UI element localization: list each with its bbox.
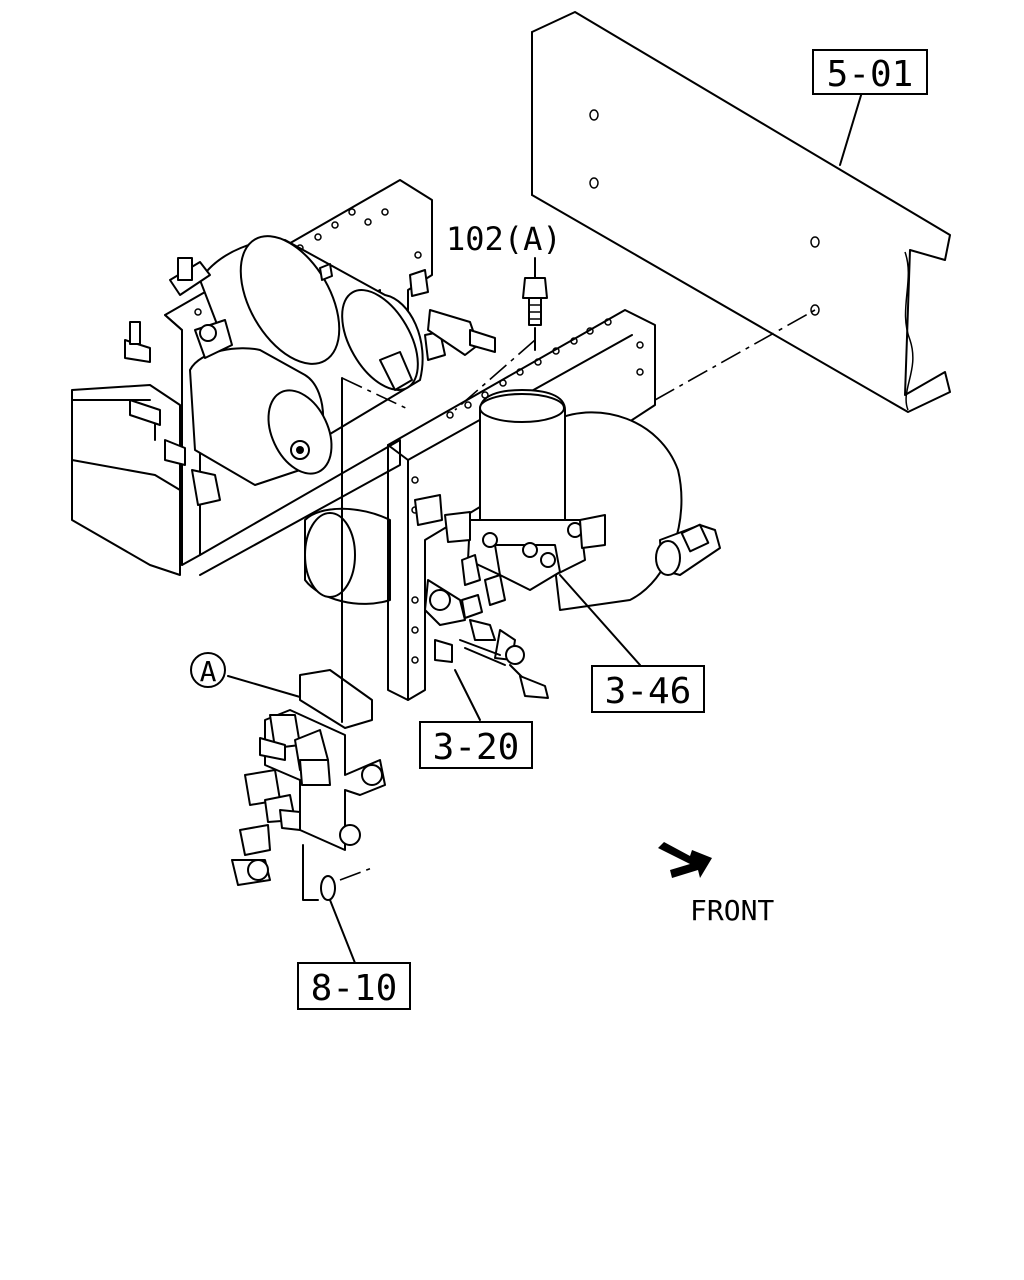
view-a-marker: A: [190, 652, 226, 688]
part-8-10: [320, 875, 336, 901]
front-arrow: FRONT: [658, 842, 774, 927]
rear-tank-assembly: [71, 179, 496, 605]
front-fittings: [414, 494, 549, 699]
callout-8-10: 8-10: [297, 962, 411, 1010]
protection-valve: [231, 669, 386, 886]
callout-3-20-label: 3-20: [433, 727, 520, 768]
bolt-102a: [522, 277, 548, 326]
frame-rail: [531, 11, 951, 413]
front-label: FRONT: [690, 894, 774, 927]
callout-5-01: 5-01: [812, 49, 928, 95]
leader-lines: [227, 91, 863, 964]
view-a-label: A: [200, 655, 217, 688]
callout-3-46: 3-46: [591, 665, 705, 713]
part-102a-label: 102(A): [446, 220, 562, 258]
air-dryer: [444, 389, 606, 591]
rear-fittings: [124, 257, 496, 506]
front-bracket-assembly: [387, 309, 721, 701]
callout-3-20: 3-20: [419, 721, 533, 769]
callout-5-01-label: 5-01: [827, 54, 914, 95]
front-arrow-icon: [658, 842, 712, 878]
front-bracket-holes: [411, 318, 644, 664]
callout-3-46-label: 3-46: [605, 671, 692, 712]
callout-8-10-label: 8-10: [311, 968, 398, 1009]
